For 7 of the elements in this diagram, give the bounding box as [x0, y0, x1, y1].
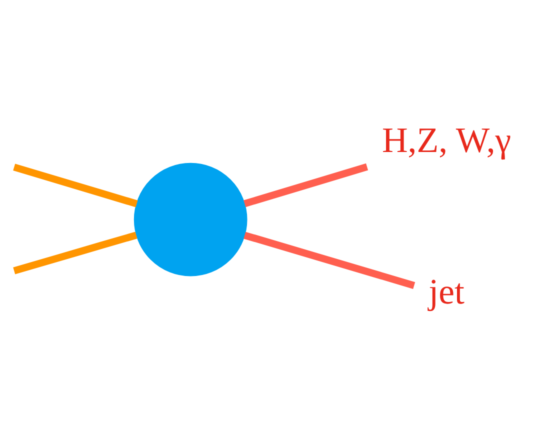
connector: [13, 231, 138, 274]
node-text: jet: [428, 271, 464, 312]
connector: [244, 231, 416, 288]
node-text: H,Z, W,γ: [382, 120, 512, 160]
node-circle: [134, 162, 248, 276]
connector: [244, 162, 368, 207]
connector: [13, 163, 138, 207]
